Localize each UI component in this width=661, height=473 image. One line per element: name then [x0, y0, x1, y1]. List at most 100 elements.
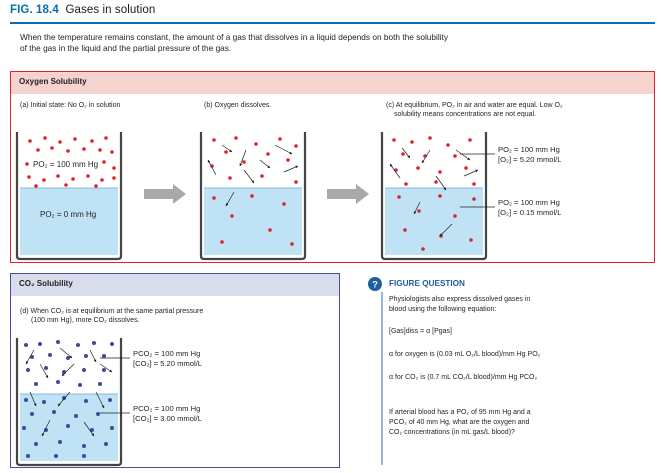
beaker-c-water — [385, 188, 483, 255]
gas-molecule — [102, 160, 106, 164]
gas-molecule — [26, 368, 30, 372]
gas-molecule — [28, 139, 32, 143]
gas-molecule — [464, 166, 468, 170]
gas-molecule — [90, 139, 94, 143]
motion-arrow — [243, 169, 255, 184]
beaker-a-o2-molecules — [25, 136, 116, 188]
gas-molecule — [96, 412, 100, 416]
gas-molecule — [64, 183, 68, 187]
gas-molecule — [86, 174, 90, 178]
co2-panel-title: CO₂ Solubility — [19, 279, 73, 288]
gas-molecule — [250, 194, 254, 198]
motion-arrow — [29, 391, 37, 407]
gas-molecule — [71, 177, 75, 181]
gas-molecule — [44, 428, 48, 432]
gas-molecule — [102, 368, 106, 372]
figure-question-text-3: CO₂ concentrations (in mL gas/L blood)? — [389, 429, 515, 436]
gas-molecule — [26, 454, 30, 458]
gas-molecule — [428, 136, 432, 140]
motion-arrow — [389, 163, 401, 179]
motion-arrow — [57, 391, 71, 407]
beaker-c-o2-molecules — [392, 136, 476, 251]
gas-molecule — [78, 383, 82, 387]
gas-molecule — [438, 170, 442, 174]
gas-molecule — [438, 194, 442, 198]
gas-molecule — [453, 214, 457, 218]
beaker-d-air-pco2: PCO₂ = 100 mm Hg — [133, 349, 201, 358]
gas-molecule — [434, 180, 438, 184]
gas-molecule — [43, 136, 47, 140]
gas-molecule — [100, 178, 104, 182]
panel-c-caption-2: solubility means concentrations are not … — [394, 111, 537, 118]
motion-arrow — [99, 363, 113, 373]
gas-molecule — [260, 174, 264, 178]
gas-molecule — [42, 400, 46, 404]
gas-molecule — [90, 428, 94, 432]
gas-molecule — [472, 182, 476, 186]
motion-arrow — [239, 149, 247, 167]
oxygen-panel-header: Oxygen Solubility — [11, 72, 654, 94]
gas-molecule — [58, 440, 62, 444]
gas-molecule — [36, 148, 40, 152]
gas-molecule — [73, 137, 77, 141]
gas-molecule — [254, 142, 258, 146]
beaker-b-glass — [199, 132, 307, 261]
alpha-oxygen-line: α for oxygen is (0.03 mL O₂/L blood)/mm … — [389, 351, 541, 358]
figure-question-text-1: If arterial blood has a PO₂ of 95 mm Hg … — [389, 409, 531, 416]
gas-molecule — [266, 152, 270, 156]
motion-arrow — [401, 147, 411, 159]
beaker-b-motion-arrows — [207, 144, 299, 207]
gas-molecule — [230, 214, 234, 218]
intro-text: When the temperature remains constant, t… — [20, 32, 449, 53]
gas-molecule — [82, 444, 86, 448]
beaker-a-water — [20, 188, 118, 255]
gas-molecule — [62, 370, 66, 374]
gas-molecule — [397, 195, 401, 199]
gas-molecule — [472, 197, 476, 201]
figure-question-text-2: PCO₂ of 40 mm Hg, what are the oxygen an… — [389, 419, 530, 426]
gas-molecule — [56, 174, 60, 178]
panel-d-caption-2: (100 mm Hg), more CO₂ dissolves. — [31, 317, 140, 324]
gas-molecule — [446, 143, 450, 147]
beaker-c — [380, 132, 488, 261]
panel-a-caption: (a) Initial state: No O₂ in solution — [20, 102, 121, 109]
motion-arrow — [83, 421, 95, 437]
motion-arrow — [413, 201, 421, 215]
gas-molecule — [30, 355, 34, 359]
gas-molecule — [104, 442, 108, 446]
gas-molecule — [38, 342, 42, 346]
motion-arrow — [39, 363, 49, 379]
transition-arrow-a-to-b — [144, 184, 186, 204]
beaker-a-air-po2-label: PO₂ = 100 mm Hg — [33, 160, 99, 169]
beaker-c-motion-arrows — [389, 147, 479, 237]
gas-molecule — [56, 380, 60, 384]
gas-molecule — [94, 184, 98, 188]
gas-molecule — [76, 343, 80, 347]
beaker-a-glass — [15, 132, 123, 261]
gas-molecule — [58, 140, 62, 144]
gas-molecule — [30, 412, 34, 416]
gas-molecule — [228, 176, 232, 180]
gas-molecule — [108, 398, 112, 402]
motion-arrow — [59, 347, 73, 359]
panel-c-caption-1: (c) At equilibrium, PO₂ in air and water… — [386, 102, 563, 109]
gas-molecule — [74, 414, 78, 418]
gas-molecule — [27, 175, 31, 179]
gas-molecule — [84, 399, 88, 403]
beaker-b — [199, 132, 307, 261]
gas-molecule — [62, 396, 66, 400]
gas-molecule — [416, 166, 420, 170]
motion-arrow — [463, 169, 479, 177]
motion-arrow — [221, 144, 233, 153]
gas-molecule — [48, 353, 52, 357]
motion-arrow — [283, 165, 299, 173]
gas-molecule — [268, 228, 272, 232]
motion-arrow — [89, 349, 97, 363]
transition-arrow-b-to-c — [327, 184, 369, 204]
gas-molecule — [469, 238, 473, 242]
gas-molecule — [34, 382, 38, 386]
gas-molecule — [110, 426, 114, 430]
figure-label: FIG. 18.4 — [10, 4, 59, 16]
gas-molecule — [421, 247, 425, 251]
gas-molecule — [92, 341, 96, 345]
